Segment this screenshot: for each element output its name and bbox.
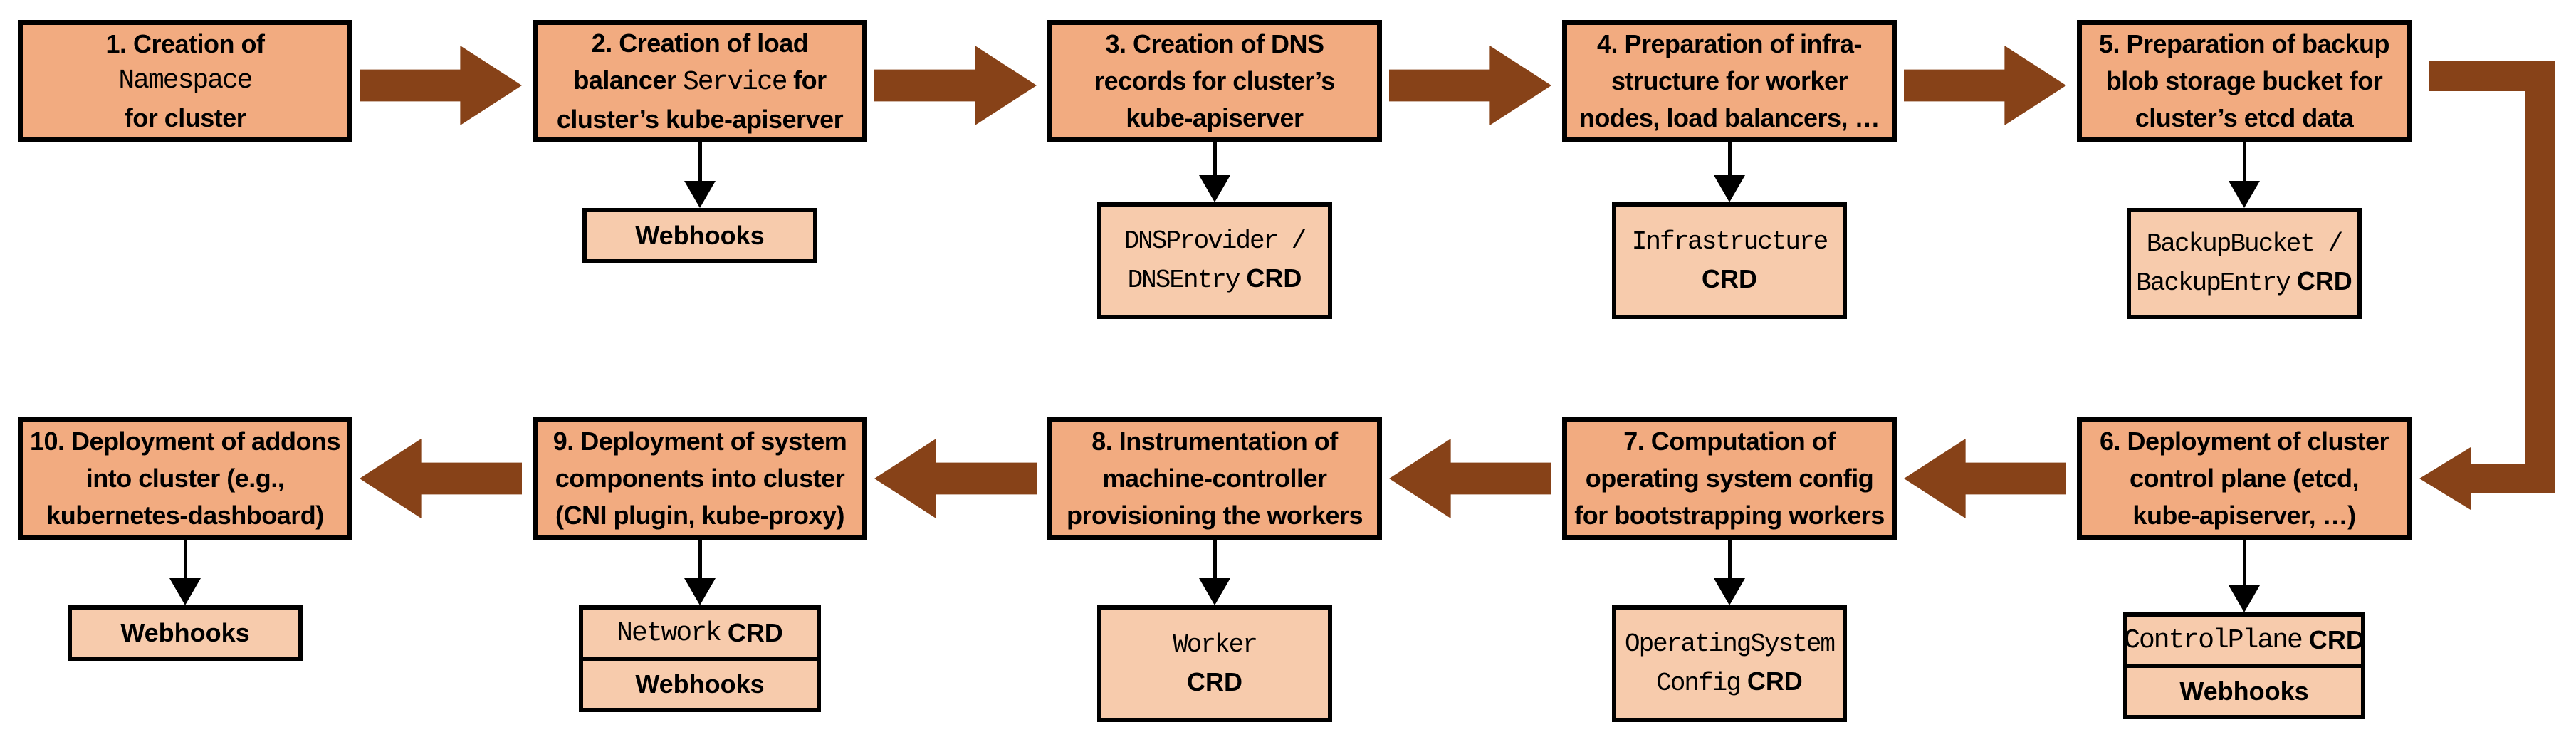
infrastructure-label: Infrastructure <box>1631 227 1828 256</box>
step-6-box: 6. Deployment of cluster control plane (… <box>2077 417 2412 540</box>
step-3-line-2: records for cluster’s <box>1094 66 1335 95</box>
dnsprovider-label: DNSProvider / <box>1124 226 1307 256</box>
webhooks-label: Webhooks <box>120 618 250 647</box>
worker-crd-box: Worker CRD <box>1097 605 1332 722</box>
step-5-line-1: 5. Preparation of backup <box>2098 29 2390 58</box>
step-9-line-1: 9. Deployment of system <box>553 427 847 456</box>
flow-arrow-5-to-6-elbow-icon <box>2419 61 2555 510</box>
operatingsystem-label: OperatingSystem <box>1624 629 1836 659</box>
step-8-box: 8. Instrumentation of machine-controller… <box>1047 417 1382 540</box>
step-8-line-1: 8. Instrumentation of <box>1091 427 1338 456</box>
step-6-line-1: 6. Deployment of cluster <box>2099 427 2389 456</box>
step-5-box: 5. Preparation of backup blob storage bu… <box>2077 20 2412 142</box>
step-9-line-2: components into cluster <box>555 464 845 493</box>
flow-arrow-9-to-10-icon <box>360 439 522 518</box>
flow-arrow-8-to-9-icon <box>874 439 1037 518</box>
step-5-line-3: cluster’s etcd data <box>2135 103 2354 132</box>
step-10-line-1: 10. Deployment of addons <box>29 427 341 456</box>
step-10-line-3: kubernetes-dashboard) <box>46 501 324 530</box>
dnsentry-crd-label: DNSEntry CRD <box>1127 263 1302 295</box>
step-4-line-1: 4. Preparation of infra- <box>1596 29 1863 58</box>
backupentry-crd-label: BackupEntry CRD <box>2136 266 2352 298</box>
webhooks-box-step10: Webhooks <box>68 605 303 661</box>
controlplane-crd-webhooks-stack: ControlPlane CRD Webhooks <box>2123 612 2365 719</box>
step-4-box: 4. Preparation of infra- structure for w… <box>1562 20 1897 142</box>
step-1-line-3: for cluster <box>124 103 246 132</box>
step-1-line-1: 1. Creation of <box>105 29 265 58</box>
step-7-line-1: 7. Computation of <box>1623 427 1836 456</box>
step-10-box: 10. Deployment of addons into cluster (e… <box>18 417 352 540</box>
step-2-box: 2. Creation of load balancer Service for… <box>533 20 867 142</box>
webhooks-box-step2: Webhooks <box>582 208 817 263</box>
webhooks-label: Webhooks <box>2123 664 2365 719</box>
step-9-box: 9. Deployment of system components into … <box>533 417 867 540</box>
down-arrow-step4-crd-icon <box>1714 142 1745 202</box>
step-10-line-2: into cluster (e.g., <box>85 464 285 493</box>
crd-label: CRD <box>1187 667 1242 696</box>
flow-arrow-2-to-3-icon <box>874 46 1037 125</box>
step-1-line-2: Namespace <box>118 66 253 96</box>
step-4-line-3: nodes, load balancers, … <box>1578 103 1880 132</box>
step-4-line-2: structure for worker <box>1611 66 1848 95</box>
step-5-line-2: blob storage bucket for <box>2105 66 2383 95</box>
down-arrow-step8-crd-icon <box>1199 540 1230 605</box>
step-2-line-3: cluster’s kube-apiserver <box>556 104 844 134</box>
step-2-line-2: balancer Service for <box>573 65 827 98</box>
step-6-line-3: kube-apiserver, …) <box>2132 501 2356 530</box>
step-7-box: 7. Computation of operating system confi… <box>1562 417 1897 540</box>
step-9-line-3: (CNI plugin, kube-proxy) <box>555 501 845 530</box>
flow-arrow-6-to-7-icon <box>1904 439 2066 518</box>
down-arrow-step7-crd-icon <box>1714 540 1745 605</box>
controlplane-crd-label: ControlPlane CRD <box>2123 612 2365 668</box>
flow-arrow-4-to-5-icon <box>1904 46 2066 125</box>
network-crd-label: Network CRD <box>579 605 821 661</box>
down-arrow-step9-crd-icon <box>684 540 716 605</box>
webhooks-label: Webhooks <box>635 221 765 250</box>
step-8-line-2: machine-controller <box>1102 464 1327 493</box>
operatingsystemconfig-crd-box: OperatingSystem Config CRD <box>1612 605 1847 722</box>
down-arrow-step6-crd-icon <box>2229 540 2260 612</box>
step-6-line-2: control plane (etcd, <box>2129 464 2360 493</box>
infrastructure-crd-box: Infrastructure CRD <box>1612 202 1847 319</box>
step-8-line-3: provisioning the workers <box>1066 501 1363 530</box>
down-arrow-step3-crd-icon <box>1199 142 1230 202</box>
network-crd-webhooks-stack: Network CRD Webhooks <box>579 605 821 712</box>
flow-arrow-7-to-8-icon <box>1389 439 1551 518</box>
down-arrow-step2-webhooks-icon <box>684 142 716 208</box>
step-3-line-1: 3. Creation of DNS <box>1105 29 1324 58</box>
down-arrow-step10-webhooks-icon <box>169 540 201 605</box>
dns-crd-box: DNSProvider / DNSEntry CRD <box>1097 202 1332 319</box>
step-3-box: 3. Creation of DNS records for cluster’s… <box>1047 20 1382 142</box>
down-arrow-step5-crd-icon <box>2229 142 2260 208</box>
backupbucket-label: BackupBucket / <box>2146 229 2343 258</box>
step-7-line-2: operating system config <box>1585 464 1874 493</box>
step-1-box: 1. Creation of Namespace for cluster <box>18 20 352 142</box>
backup-crd-box: BackupBucket / BackupEntry CRD <box>2127 208 2362 319</box>
webhooks-label: Webhooks <box>579 657 821 712</box>
worker-label: Worker <box>1173 630 1258 659</box>
step-7-line-3: for bootstrapping workers <box>1574 501 1885 530</box>
crd-label: CRD <box>1702 264 1757 293</box>
step-2-line-1: 2. Creation of load <box>591 28 809 58</box>
config-crd-label: Config CRD <box>1656 666 1803 698</box>
flow-arrow-1-to-2-icon <box>360 46 522 125</box>
flow-arrow-3-to-4-icon <box>1389 46 1551 125</box>
step-3-line-3: kube-apiserver <box>1126 103 1304 132</box>
